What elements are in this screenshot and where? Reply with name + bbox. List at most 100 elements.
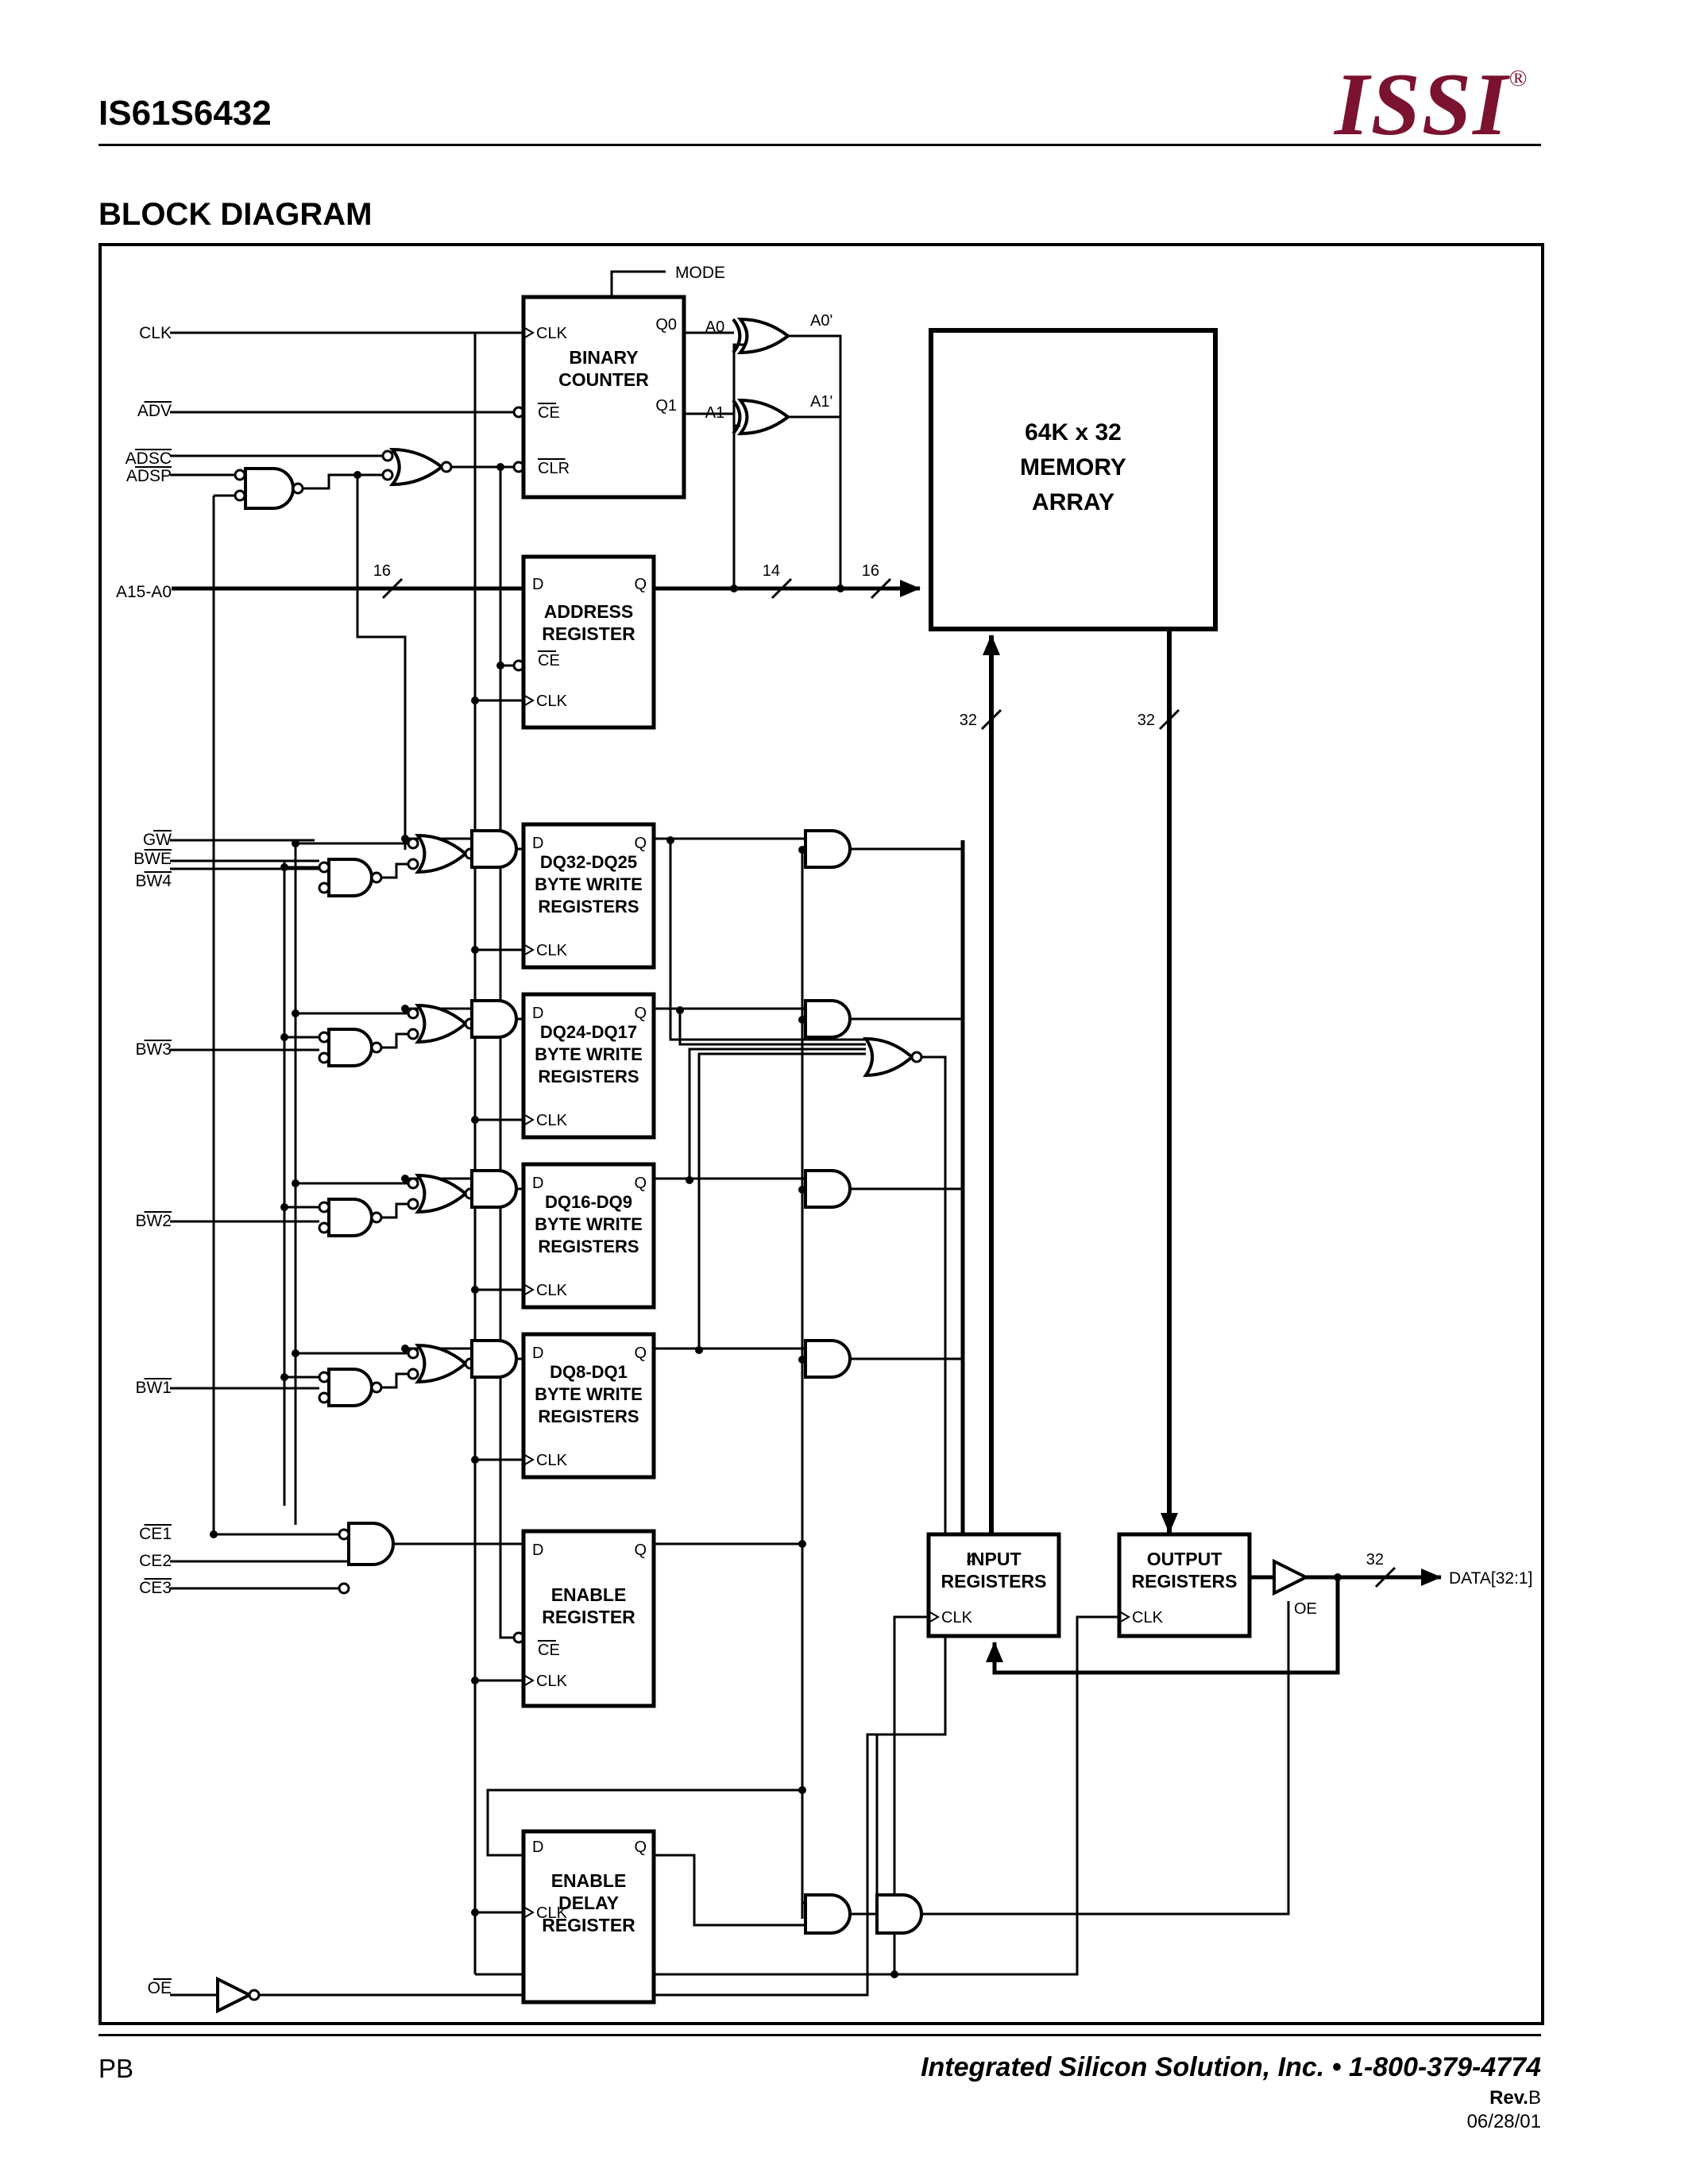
byte-write-register-dq32-dq25 xyxy=(521,822,656,970)
junction-dot xyxy=(471,946,479,954)
junction-dot xyxy=(401,835,409,843)
inversion-bubble xyxy=(910,1051,923,1063)
input-registers-block xyxy=(926,1532,1061,1638)
counter-q1-pin: Q1 xyxy=(655,397,677,415)
bus-slash xyxy=(381,577,404,600)
junction-dot xyxy=(798,1786,806,1794)
junction-dot xyxy=(471,1116,479,1124)
bus-slash xyxy=(980,708,1002,731)
a0-xor-input-label: A0 xyxy=(705,318,724,336)
section-title: BLOCK DIAGRAM xyxy=(98,197,373,232)
a1-prime-label: A1' xyxy=(810,393,832,411)
junction-dot xyxy=(401,1005,409,1013)
adsc-input-label: ADSC xyxy=(126,450,172,468)
bw1-input-label: BW1 xyxy=(135,1379,172,1397)
bw3-input-label: BW3 xyxy=(135,1040,172,1059)
part-number: IS61S6432 xyxy=(98,94,272,133)
junction-dot xyxy=(471,1677,479,1684)
gw-input-label: GW xyxy=(143,831,172,849)
a1-xor-input-label: A1 xyxy=(705,404,724,422)
byte-write-register-dq8-dq1-title-line: DQ8-DQ1 xyxy=(550,1362,628,1382)
memory-array-block-title-line: 64K x 32 xyxy=(1025,419,1122,446)
ce1-input-label: CE1 xyxy=(139,1525,172,1543)
bw2-input-label: BW2 xyxy=(135,1212,172,1230)
nand-to-or xyxy=(381,1202,408,1219)
blocks: BINARYCOUNTERCLKCECLRQ0Q1ADDRESSREGISTER… xyxy=(521,295,1252,2005)
binary-counter-block-title-line: BINARY xyxy=(569,347,638,368)
junction-dot xyxy=(280,1033,288,1041)
enable-register-block-title-line: ENABLE xyxy=(551,1584,627,1605)
inversion-bubble xyxy=(407,1177,419,1190)
buffer-oe-label: OE xyxy=(1294,1600,1317,1618)
addr-to-a0-xor xyxy=(732,343,751,588)
byte-write-register-dq24-dq17-output-and-gate xyxy=(804,999,852,1039)
byte-write-register-dq8-dq1-q-pin: Q xyxy=(634,1345,647,1362)
bus-slash xyxy=(870,577,892,600)
addr-reg-q-pin: Q xyxy=(634,576,647,593)
address-register-block-title-line: ADDRESS xyxy=(544,601,633,622)
data-feedback-bus xyxy=(986,1577,1340,1675)
ce3-input-label: CE3 xyxy=(139,1579,172,1597)
logic-gates xyxy=(216,317,1310,2014)
counter-ce-pin: CE xyxy=(538,404,560,422)
byte-write-register-dq16-dq9-enable-and-gate xyxy=(470,1169,518,1209)
enable-delay-register-block-title-line: ENABLE xyxy=(551,1870,627,1891)
ce-enable-trunk xyxy=(499,467,514,1639)
nand-to-nor xyxy=(303,473,384,490)
output-buffer-gate xyxy=(1273,1558,1310,1596)
counter-q0-pin: Q0 xyxy=(655,316,677,334)
clock-edge-icon xyxy=(523,1113,535,1126)
addr-reg-clk-pin: CLK xyxy=(536,693,568,710)
delay-and-gate xyxy=(804,1893,852,1935)
byte-write-register-dq8-dq1-output-and-gate xyxy=(804,1339,852,1379)
enable-reg-d-pin: D xyxy=(532,1542,543,1559)
inversion-bubble xyxy=(407,1007,419,1020)
inversion-bubble xyxy=(318,1201,330,1214)
q-to-nor xyxy=(678,1010,866,1046)
byte-write-register-dq24-dq17-q-pin: Q xyxy=(634,1005,647,1022)
byte-write-register-dq24-dq17-title-line: BYTE WRITE xyxy=(535,1044,643,1064)
bus-width-32-in: 32 xyxy=(960,712,977,729)
junction-dot xyxy=(471,1456,479,1464)
bus-width-32-data: 32 xyxy=(1366,1551,1384,1569)
inversion-bubble xyxy=(440,461,453,473)
output-registers-block-title-line: REGISTERS xyxy=(1132,1571,1238,1592)
a0-prime-wire xyxy=(788,334,842,588)
enable-delay-register-block-title-line: DELAY xyxy=(558,1893,619,1913)
junction-dot xyxy=(676,1006,684,1014)
address-register-block xyxy=(521,554,656,730)
inversion-bubble xyxy=(407,858,419,870)
a1-xor-gate xyxy=(736,398,791,436)
inversion-bubble xyxy=(318,1051,330,1064)
clock-edge-icon xyxy=(523,1453,535,1466)
binary-counter-block-title-line: COUNTER xyxy=(558,369,649,390)
junction-dot xyxy=(353,471,361,479)
junction-dot xyxy=(798,1540,806,1548)
byte-write-register-dq16-dq9-output-and-gate xyxy=(804,1169,852,1209)
oe-and-gate xyxy=(875,1893,923,1935)
inversion-bubble xyxy=(381,450,394,462)
clock-edge-icon xyxy=(523,326,535,339)
nand-to-or xyxy=(381,1372,408,1389)
clk-to-output-registers xyxy=(475,1615,1119,1976)
clock-edge-icon xyxy=(1118,1611,1130,1623)
byte-write-register-dq16-dq9 xyxy=(521,1162,656,1310)
inversion-bubble xyxy=(318,1371,330,1383)
junction-dot xyxy=(280,863,288,871)
junction-dot xyxy=(1334,1573,1342,1581)
byte-write-register-dq16-dq9-d-pin: D xyxy=(532,1175,543,1192)
clk-input-label: CLK xyxy=(139,324,172,342)
nand-to-or xyxy=(381,862,408,879)
enable-reg-q-pin: Q xyxy=(634,1542,647,1559)
bus-width-14: 14 xyxy=(763,562,780,580)
junction-dot xyxy=(210,1530,218,1538)
byte-write-register-dq32-dq25-q-pin: Q xyxy=(634,835,647,852)
inversion-bubble xyxy=(234,489,246,502)
byte-write-register-dq24-dq17-bwe-nand-gate xyxy=(327,1028,373,1067)
byte-write-register-dq32-dq25-title-line: DQ32-DQ25 xyxy=(540,852,637,872)
bus-width-4: 4 xyxy=(967,1551,975,1569)
bus-width-16-out: 16 xyxy=(862,562,879,580)
clock-edge-icon xyxy=(523,943,535,956)
footer-revision: Rev.B xyxy=(1489,2087,1541,2109)
byte-write-register-dq8-dq1-enable-and-gate xyxy=(470,1339,518,1379)
